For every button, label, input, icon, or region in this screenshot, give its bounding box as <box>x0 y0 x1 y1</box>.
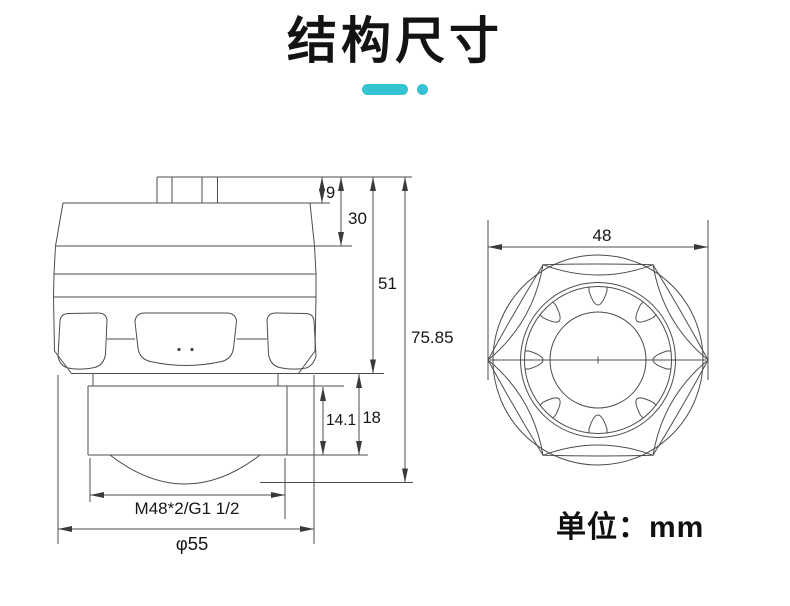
side-view-labels: 9 30 51 75.85 18 14.1 M48*2/G1 1/2 φ55 <box>135 184 454 554</box>
dim-label-30: 30 <box>348 209 367 228</box>
top-view-outline <box>487 254 709 466</box>
neck <box>92 373 279 386</box>
pad-dot <box>190 347 194 352</box>
dim-label-18: 18 <box>363 409 381 427</box>
body-outline <box>53 202 317 374</box>
page-title: 结构尺寸 <box>287 13 503 69</box>
dim-label-51: 51 <box>378 274 397 293</box>
top-view-labels: 48 <box>593 226 612 245</box>
unit-label: 单位：mm <box>556 511 705 544</box>
accent-bar <box>362 84 408 95</box>
dim-label-9: 9 <box>326 184 335 202</box>
center-mark <box>594 356 602 364</box>
pad-dot <box>177 347 181 352</box>
transducer-dome <box>109 454 261 485</box>
pad-middle <box>134 312 237 366</box>
side-view-dimensions <box>57 176 413 544</box>
accent-dot <box>417 84 428 95</box>
connector-block <box>156 177 218 203</box>
pad-left <box>57 312 108 370</box>
extension-lines <box>57 176 413 544</box>
dim-label-141: 14.1 <box>326 412 356 429</box>
dim-label-7585: 75.85 <box>411 328 454 347</box>
side-view-outline <box>53 177 317 485</box>
thread-cylinder <box>87 385 288 456</box>
title-underline <box>0 84 790 95</box>
page-header: 结构尺寸 <box>0 12 790 95</box>
dimension-drawing: 9 30 51 75.85 18 14.1 M48*2/G1 1/2 φ55 4… <box>53 176 709 554</box>
top-view-dimensions <box>487 220 709 380</box>
pad-right <box>266 312 317 370</box>
dim-label-48: 48 <box>593 226 612 245</box>
dim-label-thread: M48*2/G1 1/2 <box>135 499 240 518</box>
dim-label-dia: φ55 <box>176 533 209 554</box>
body-section-lines <box>53 245 316 298</box>
